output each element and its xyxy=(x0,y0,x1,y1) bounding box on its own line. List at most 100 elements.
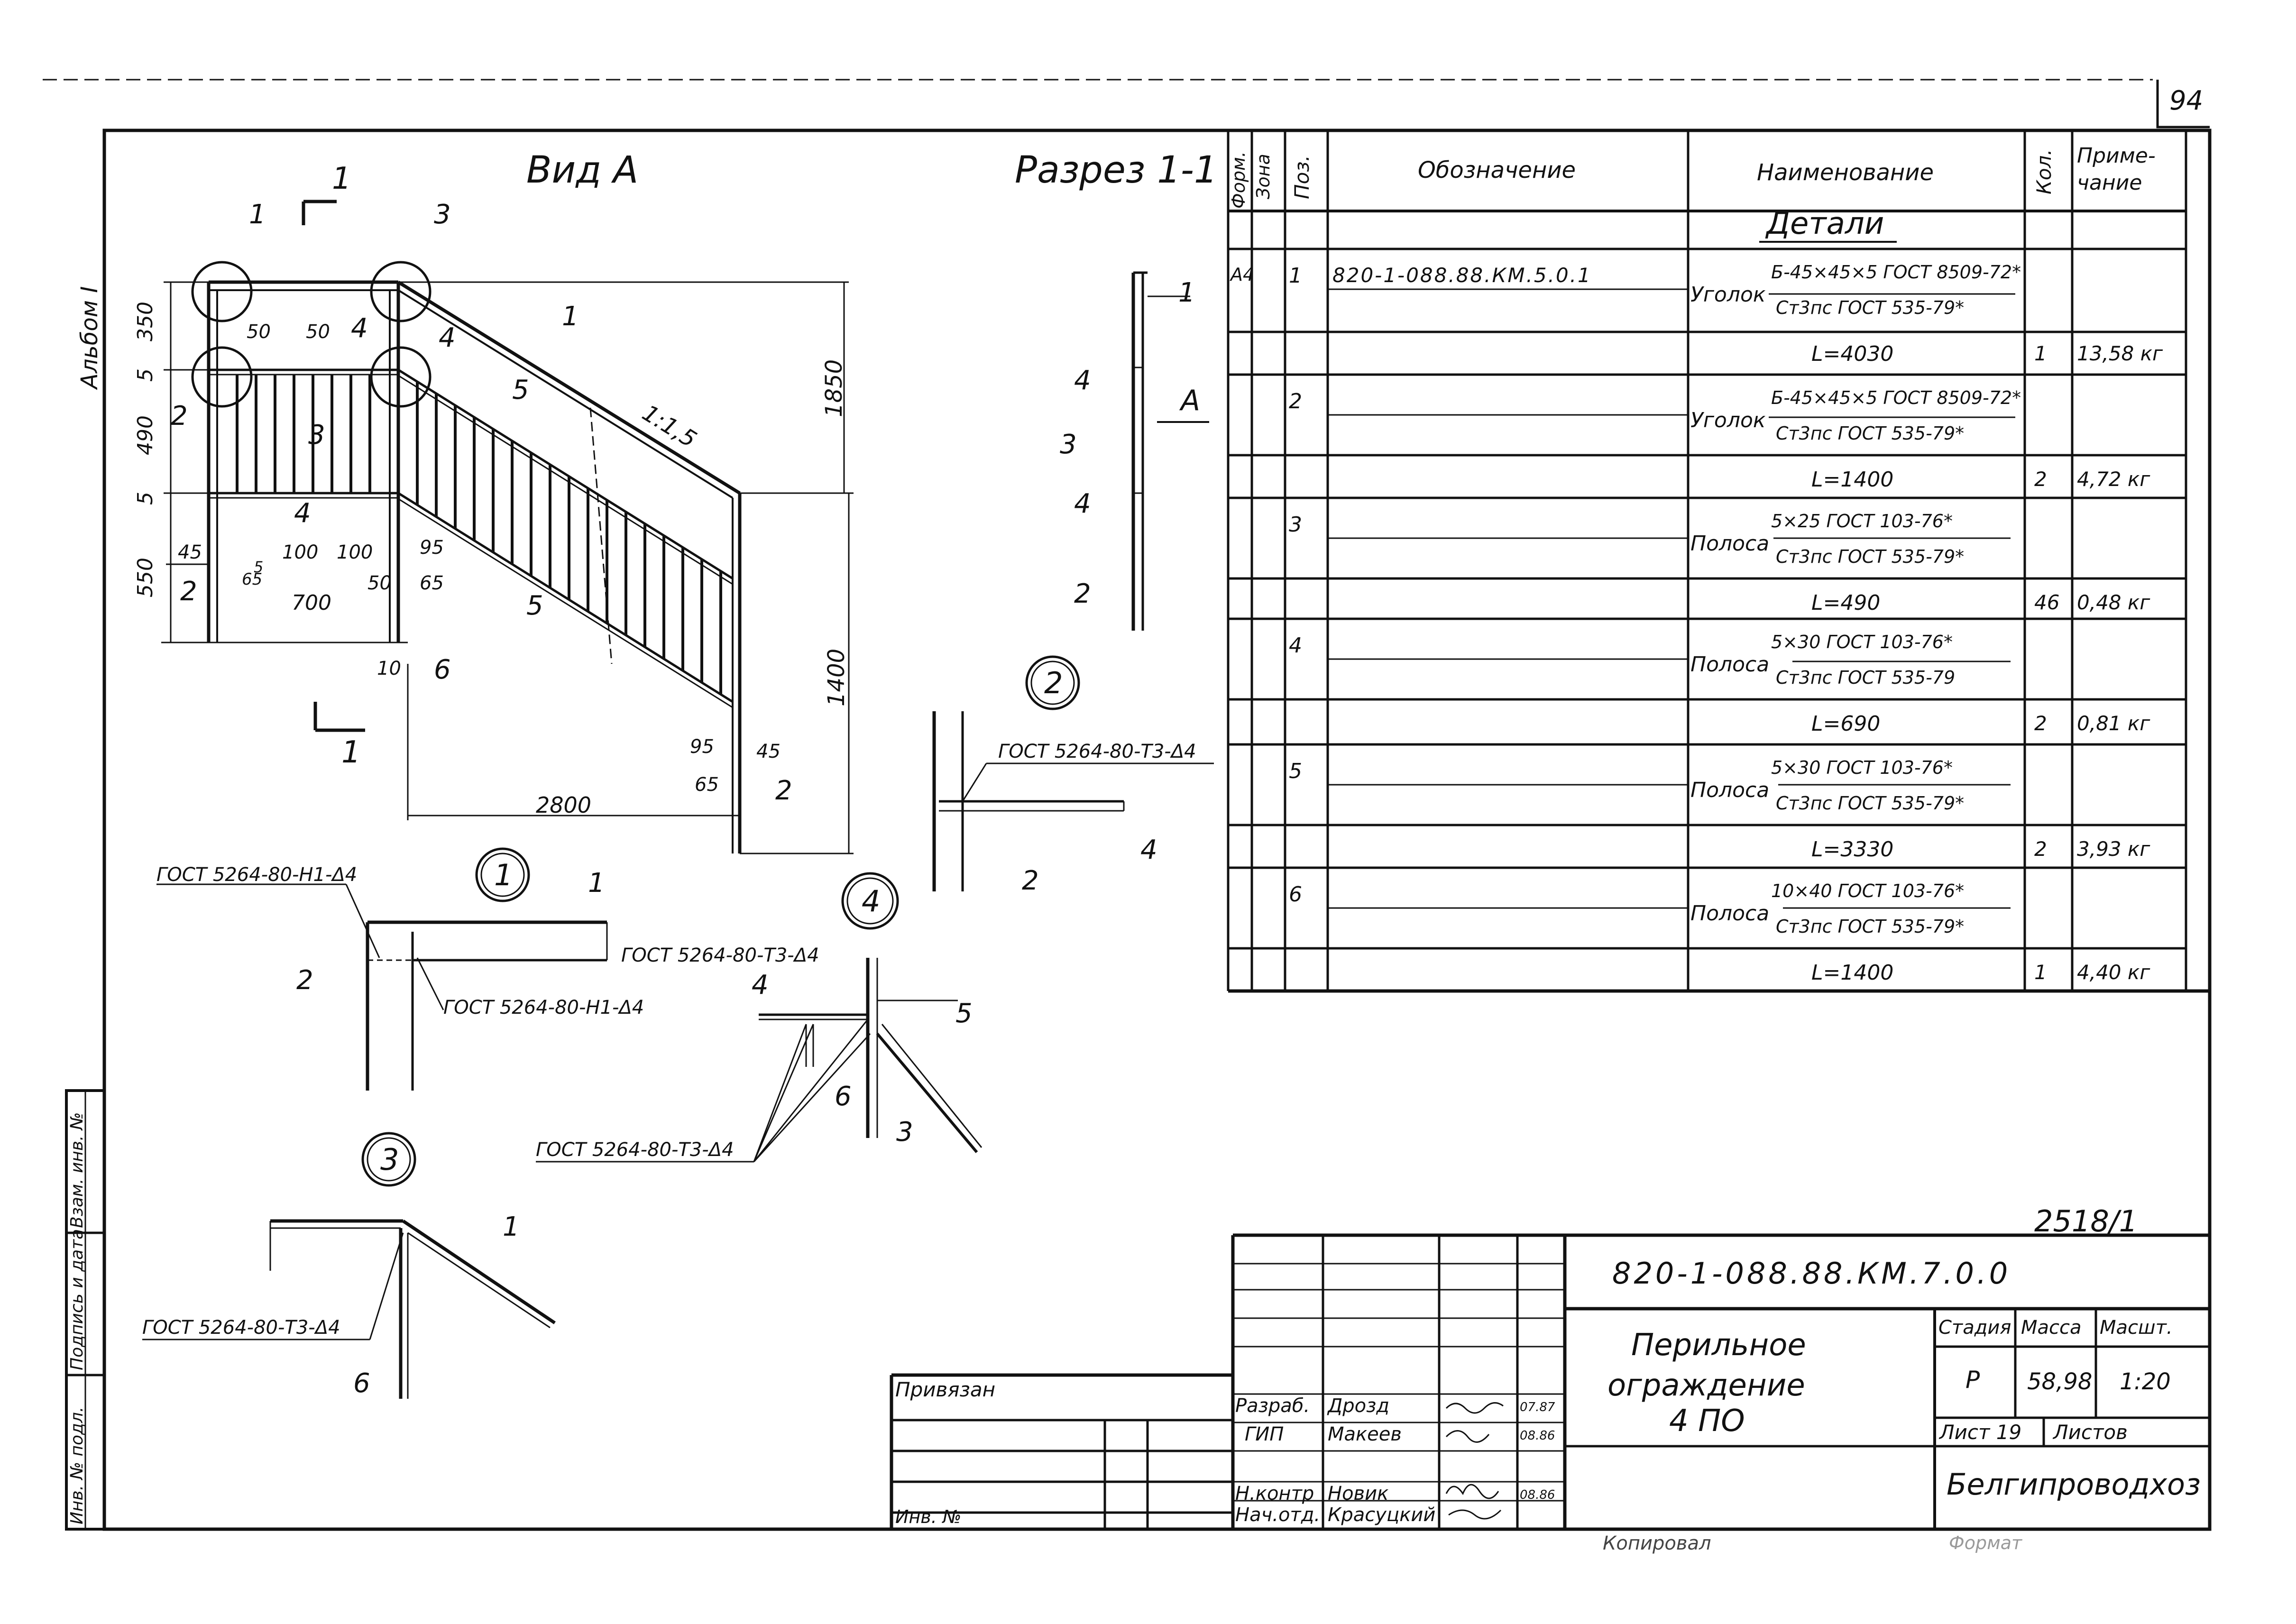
pos-label-5b: 5 xyxy=(526,590,543,621)
spec-row-qty: 1 xyxy=(2034,342,2047,365)
spec-row-name-bottom: Ст3пс ГОСТ 535-79* xyxy=(1776,546,1965,567)
page-number: 94 xyxy=(2169,85,2204,116)
drawing-frame xyxy=(102,128,2212,1531)
spec-row-name-bottom: Ст3пс ГОСТ 535-79* xyxy=(1776,916,1965,937)
spec-row-name-bottom: Ст3пс ГОСТ 535-79 xyxy=(1776,667,1956,688)
role-2-date: 08.86 xyxy=(1520,1429,1555,1443)
signatures xyxy=(1445,1402,1504,1520)
node-1-circle-outer xyxy=(475,847,530,902)
title-line-3: 4 ПО xyxy=(1669,1404,1745,1439)
spec-row-designation: 820-1-088.88.КМ.5.0.1 xyxy=(1332,264,1592,287)
section-title: Разрез 1-1 xyxy=(1015,149,1218,192)
archive-number: 2518/1 xyxy=(2034,1204,2138,1239)
scale-value: 1:20 xyxy=(2120,1368,2171,1395)
view-a-dims xyxy=(161,200,854,854)
n4-pos-5: 5 xyxy=(955,998,973,1029)
spec-row-length: L=690 xyxy=(1811,712,1881,736)
node-1-circle-inner xyxy=(480,853,525,897)
dim-100a: 100 xyxy=(282,541,319,563)
weld-label-h1-b: ГОСТ 5264-80-Н1-Δ4 xyxy=(443,997,644,1018)
dim-100b: 100 xyxy=(337,541,373,563)
weld-label-node4b: ГОСТ 5264-80-Т3-Δ4 xyxy=(536,1139,734,1161)
spec-row-name-prefix: Полоса xyxy=(1690,532,1770,556)
spec-row-name-prefix: Полоса xyxy=(1690,901,1770,926)
mass-value: 58,98 xyxy=(2027,1368,2093,1395)
doc-code: 820-1-088.88.КМ.7.0.0 xyxy=(1612,1256,2011,1291)
org-name: Белгипроводхоз xyxy=(1947,1467,2201,1502)
spec-row-mass: 0,81 кг xyxy=(2077,712,2150,735)
sec-pos-4a: 4 xyxy=(1074,365,1091,396)
pos-label-2b: 2 xyxy=(180,576,197,607)
dim-350: 350 xyxy=(133,302,157,341)
sheet-label: Лист 19 xyxy=(1939,1421,2022,1444)
inv-label: Инв. № xyxy=(895,1506,962,1527)
dim-95b: 95 xyxy=(690,736,714,758)
role-1-name: Дрозд xyxy=(1328,1395,1390,1417)
spec-row-mass: 4,72 кг xyxy=(2077,468,2150,491)
side-stamp xyxy=(65,1089,106,1531)
n2-pos-2: 2 xyxy=(1022,865,1039,896)
sec-pos-3: 3 xyxy=(1060,429,1077,460)
spec-row-length: L=490 xyxy=(1811,591,1881,615)
spec-row-mass: 4,40 кг xyxy=(2077,961,2150,984)
dim-10: 10 xyxy=(377,658,401,679)
dim-2800: 2800 xyxy=(536,792,592,818)
pos-label-1b: 1 xyxy=(562,301,579,332)
sheets-label: Листов xyxy=(2053,1421,2128,1444)
pos-label-3a: 3 xyxy=(434,199,451,230)
section-mark-bottom: 1 xyxy=(341,735,361,770)
node-4-number: 4 xyxy=(862,884,881,918)
spec-row-name-prefix: Уголок xyxy=(1690,283,1766,307)
spec-row-mass: 0,48 кг xyxy=(2077,591,2150,614)
n4-pos-3: 3 xyxy=(896,1117,913,1147)
side-inv-podl: Инв. № подл. xyxy=(67,1406,87,1524)
spec-header-pos: Поз. xyxy=(1290,155,1313,199)
spec-row-length: L=3330 xyxy=(1811,837,1894,862)
spec-row-pos: 6 xyxy=(1289,882,1302,907)
spec-header-name: Наименование xyxy=(1757,159,1934,186)
spec-row-qty: 46 xyxy=(2034,591,2060,614)
dim-1850: 1850 xyxy=(821,359,847,417)
n3-pos-1: 1 xyxy=(503,1211,520,1242)
dim-95a: 95 xyxy=(420,537,444,559)
pos-label-6a: 6 xyxy=(434,654,451,685)
spec-row-pos: 4 xyxy=(1289,633,1302,658)
dim-65b: 65 xyxy=(420,572,444,594)
spec-row-qty: 1 xyxy=(2034,961,2047,984)
spec-header-zone: Зона xyxy=(1253,154,1274,199)
spec-row-pos: 1 xyxy=(1289,264,1302,288)
stage-value: Р xyxy=(1965,1366,1980,1394)
mass-label: Масса xyxy=(2021,1317,2082,1339)
spec-row-length: L=1400 xyxy=(1811,961,1894,985)
node-2-detail xyxy=(932,655,1214,891)
spec-row-name-bottom: Ст3пс ГОСТ 535-79* xyxy=(1776,423,1965,444)
n1-pos-2: 2 xyxy=(296,965,313,996)
dim-65a: 65 xyxy=(242,570,263,589)
role-3-name: Новик xyxy=(1328,1483,1389,1505)
node-1-number: 1 xyxy=(494,858,513,892)
spec-row-length: L=4030 xyxy=(1811,342,1894,366)
dim-490: 490 xyxy=(133,415,157,455)
dim-5a: 5 xyxy=(133,368,157,382)
spec-section-title: Детали xyxy=(1766,206,1884,241)
spec-row-name-prefix: Полоса xyxy=(1690,778,1770,802)
dim-5s: 5 xyxy=(254,558,264,576)
sec-pos-1: 1 xyxy=(1178,277,1195,308)
spec-row-name-top: 10×40 ГОСТ 103-76* xyxy=(1771,881,1965,901)
pos-label-4c: 4 xyxy=(294,498,311,529)
weld-label-node3: ГОСТ 5264-80-Т3-Δ4 xyxy=(142,1317,340,1339)
spec-row-qty: 2 xyxy=(2034,837,2047,861)
pos-label-2a: 2 xyxy=(171,401,188,431)
pos-label-4b: 4 xyxy=(439,322,456,353)
section-1-1 xyxy=(1131,271,1209,631)
node-4-detail xyxy=(536,872,983,1163)
dim-550: 550 xyxy=(133,558,157,597)
side-sign-date: Подпись и дата xyxy=(67,1229,87,1370)
spec-row-name-top: 5×25 ГОСТ 103-76* xyxy=(1771,511,1953,532)
format-label: Формат xyxy=(1949,1532,2022,1553)
pos-label-3b: 3 xyxy=(308,420,325,450)
dim-700: 700 xyxy=(292,591,331,615)
dim-1400: 1400 xyxy=(823,648,850,706)
stage-label: Стадия xyxy=(1938,1317,2011,1339)
sec-pos-2: 2 xyxy=(1074,578,1091,609)
